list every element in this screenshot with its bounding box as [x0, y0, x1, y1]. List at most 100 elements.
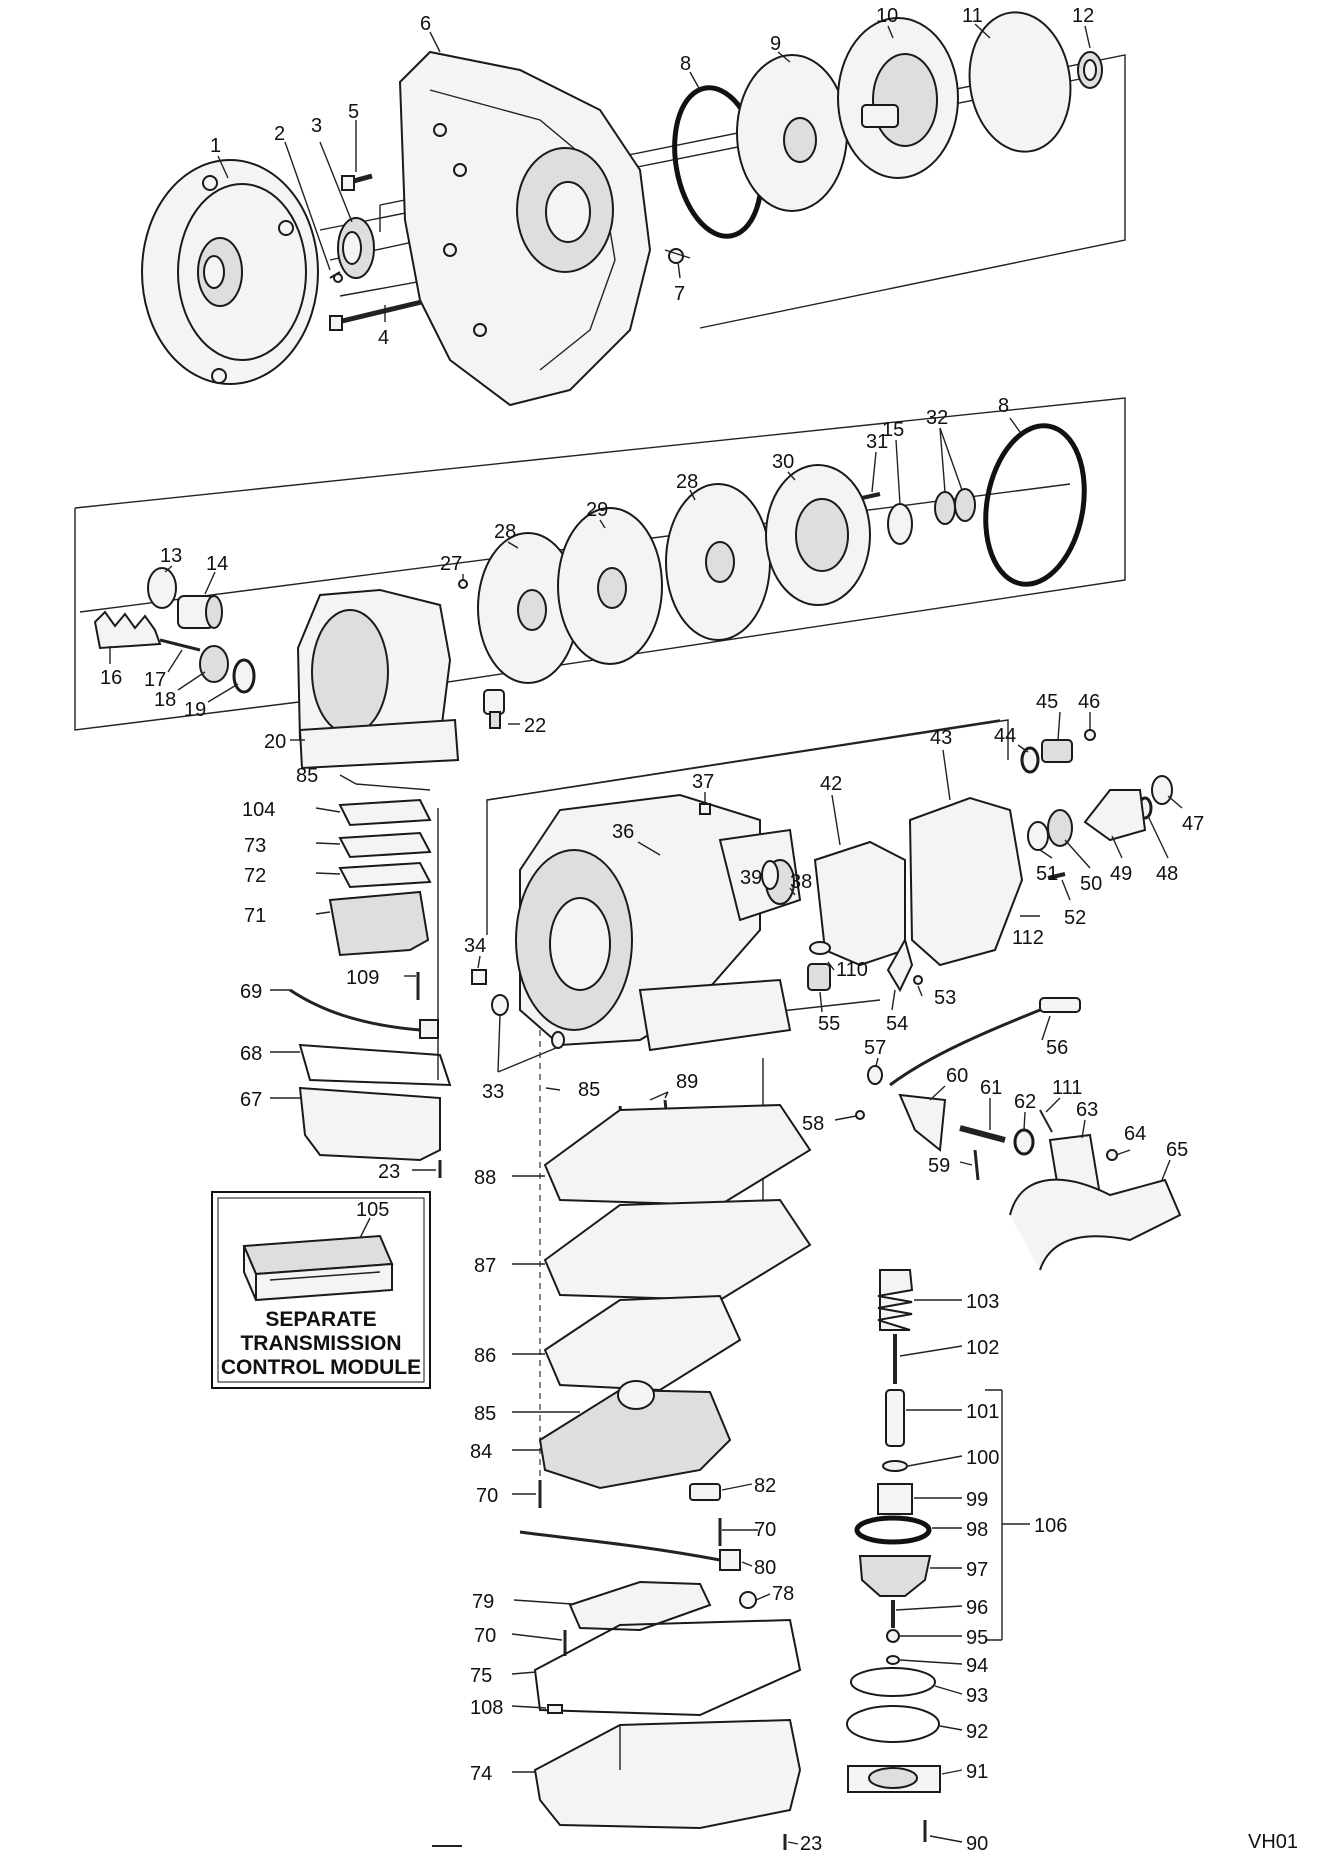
- callout-70b: 70: [754, 1519, 776, 1541]
- callout-75: 75: [470, 1665, 492, 1687]
- callout-56: 56: [1046, 1037, 1068, 1059]
- rear-housing-part-43: [908, 796, 1024, 967]
- callout-14: 14: [206, 553, 228, 575]
- inset-box-line-1: SEPARATE: [265, 1308, 376, 1331]
- lever-part-60: [898, 1093, 947, 1152]
- o-ring-part-98: [854, 1515, 932, 1545]
- callout-100: 100: [966, 1447, 999, 1469]
- cover-part-97: [858, 1555, 932, 1597]
- seal-part-47: [1151, 775, 1173, 805]
- pin-part-59: [973, 1149, 980, 1181]
- callout-8-mid: 8: [998, 395, 1009, 417]
- torque-converter: [141, 159, 319, 385]
- callout-22: 22: [524, 715, 546, 737]
- clutch-drum-part-30: [765, 464, 871, 606]
- callout-78: 78: [772, 1583, 794, 1605]
- callout-87: 87: [474, 1255, 496, 1277]
- sleeve-part-14: [177, 595, 223, 629]
- plug-part-34: [471, 969, 487, 985]
- bolt-part-27: [458, 579, 468, 589]
- callout-9: 9: [770, 33, 781, 55]
- callout-74: 74: [470, 1763, 492, 1785]
- sensor-part-55: [807, 963, 831, 991]
- spring-part-99: [877, 1483, 913, 1515]
- connector-part-69: [419, 1019, 439, 1039]
- callout-86: 86: [474, 1345, 496, 1367]
- callout-70c: 70: [474, 1625, 496, 1647]
- pump-plate-part-9: [736, 54, 848, 212]
- callout-46: 46: [1078, 691, 1100, 713]
- gasket-part-72: [338, 861, 432, 889]
- callout-1: 1: [210, 135, 221, 157]
- callout-29: 29: [586, 499, 608, 521]
- valve-body-part-71: [328, 890, 430, 957]
- callout-15: 15: [882, 419, 904, 441]
- bolt-part-7: [664, 248, 691, 264]
- oil-pan-part-67: [298, 1086, 441, 1162]
- gasket-part-11: [968, 11, 1072, 153]
- callout-17: 17: [144, 669, 166, 691]
- callout-58: 58: [802, 1113, 824, 1135]
- shaft-part-61: [959, 1125, 1006, 1143]
- callout-102: 102: [966, 1337, 999, 1359]
- callout-52: 52: [1064, 907, 1086, 929]
- callout-104: 104: [242, 799, 275, 821]
- clutch-plate-part-28b-hub: [705, 541, 735, 583]
- callout-38: 38: [790, 871, 812, 893]
- callout-45: 45: [1036, 691, 1058, 713]
- callout-6: 6: [420, 13, 431, 35]
- callout-39: 39: [740, 867, 762, 889]
- callout-23-left: 23: [378, 1161, 400, 1183]
- callout-33: 33: [482, 1081, 504, 1103]
- inset-control-module: [211, 1191, 431, 1389]
- cover-part-91-boss: [868, 1767, 918, 1789]
- callout-60: 60: [946, 1065, 968, 1087]
- valve-body-boss: [617, 1380, 655, 1410]
- callout-79: 79: [472, 1591, 494, 1613]
- flange-part-49: [1083, 789, 1147, 842]
- callout-93: 93: [966, 1685, 988, 1707]
- figure-code: VH01: [1248, 1831, 1298, 1853]
- piston-part-101: [885, 1389, 905, 1447]
- section-clutch-packs: [74, 397, 1126, 770]
- callout-2: 2: [274, 123, 285, 145]
- spacer-plate-part-87: [543, 1198, 812, 1302]
- callout-47: 47: [1182, 813, 1204, 835]
- ring-part-100: [882, 1460, 908, 1472]
- bell-housing: [398, 50, 652, 407]
- callout-71: 71: [244, 905, 266, 927]
- seal-part-39: [761, 860, 779, 890]
- callout-98: 98: [966, 1519, 988, 1541]
- cable-end-part-56: [1039, 997, 1081, 1013]
- callout-101: 101: [966, 1401, 999, 1423]
- callout-92: 92: [966, 1721, 988, 1743]
- pin-part-58: [855, 1110, 865, 1120]
- callout-27: 27: [440, 553, 462, 575]
- seal-part-95: [886, 1629, 900, 1643]
- bolt-part-31: [861, 492, 881, 500]
- callout-105: 105: [356, 1199, 389, 1221]
- seal-part-50: [1047, 809, 1073, 847]
- washer-part-15: [887, 503, 913, 545]
- extension-housing-part-20: [296, 588, 460, 770]
- section-converter-housing: [141, 11, 1126, 407]
- callout-30: 30: [772, 451, 794, 473]
- spring-part-16: [93, 610, 162, 650]
- callout-7: 7: [674, 283, 685, 305]
- inset-box-line-2: TRANSMISSION: [240, 1332, 401, 1355]
- callout-53: 53: [934, 987, 956, 1009]
- bracket-part-54: [886, 937, 914, 993]
- connector-part-80: [719, 1549, 741, 1571]
- sensor-part-22: [483, 689, 505, 729]
- callout-106: 106: [1034, 1515, 1067, 1537]
- seal-part-12: [1077, 51, 1103, 89]
- callout-61: 61: [980, 1077, 1002, 1099]
- callout-5: 5: [348, 101, 359, 123]
- callout-91: 91: [966, 1761, 988, 1783]
- callout-31: 31: [866, 431, 888, 453]
- callout-28a: 28: [494, 521, 516, 543]
- seal-part-2: [329, 271, 343, 283]
- pin-part-52: [1047, 872, 1066, 880]
- callout-67: 67: [240, 1089, 262, 1111]
